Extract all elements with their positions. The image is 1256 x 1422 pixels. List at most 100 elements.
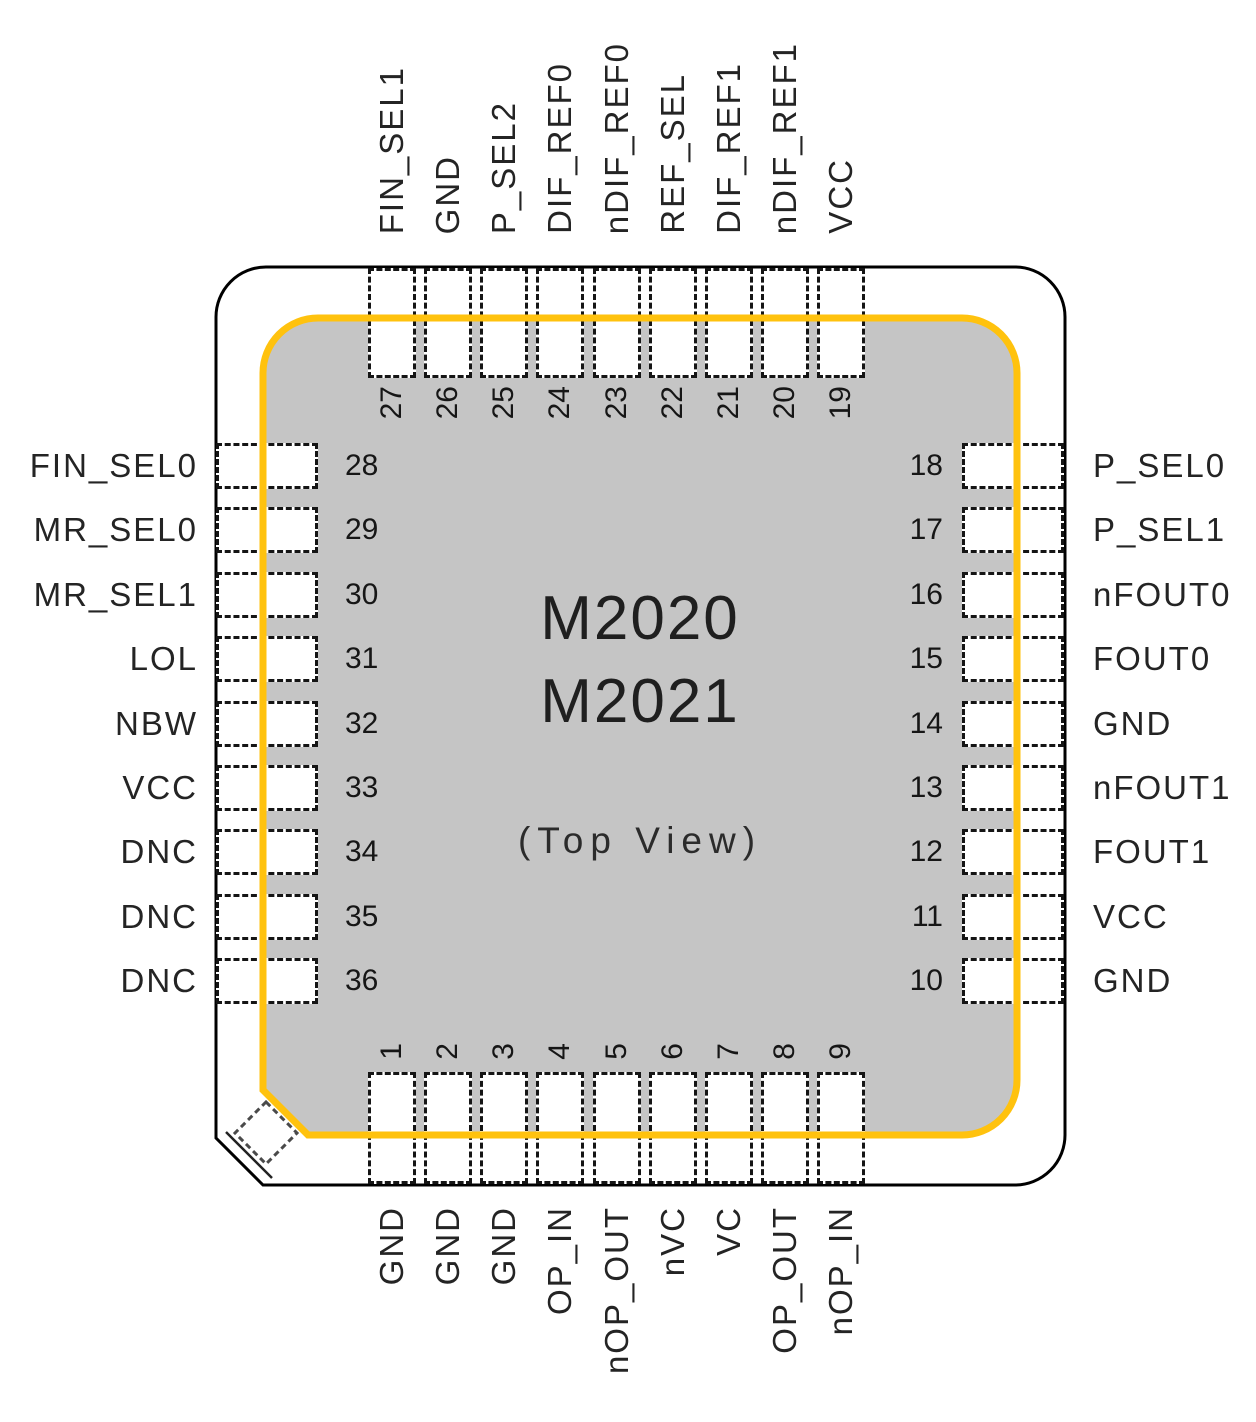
pin-number: 4 — [543, 1043, 577, 1060]
pin-label: NBW — [115, 704, 198, 742]
pin-label: DNC — [120, 962, 198, 999]
pin-pad-19 — [817, 268, 865, 378]
pin-pad-20 — [760, 268, 809, 378]
pin-number: 5 — [599, 1043, 633, 1060]
pin-label: nFOUT0 — [1093, 575, 1232, 613]
pin1-chamfer-line — [225, 1131, 273, 1179]
pin-label: FIN_SEL1 — [373, 65, 410, 234]
pin-pad-5 — [592, 1072, 641, 1184]
pin-row-bottom — [368, 1072, 865, 1184]
pin-pad-24 — [536, 268, 585, 378]
pin-pad-33 — [216, 764, 318, 811]
pin-numbers-bottom: 1 2 3 4 5 6 7 8 9 — [368, 1012, 865, 1060]
pin-pad-10 — [962, 958, 1064, 1004]
pin1-diamond-marker — [232, 1099, 300, 1167]
pin-number: 19 — [824, 386, 857, 420]
pin-number: 11 — [911, 899, 943, 933]
pin-label: nDIF_REF0 — [597, 41, 635, 234]
pin-number: 18 — [909, 449, 943, 482]
pin-label: DIF_REF0 — [541, 62, 579, 234]
pin-number: 8 — [767, 1043, 801, 1060]
pin-label: nOP_IN — [822, 1206, 859, 1336]
pin-number: 10 — [909, 964, 943, 997]
chip-view-label: (Top View) — [517, 820, 763, 861]
pin-label: LOL — [129, 640, 198, 678]
pin-pad-4 — [536, 1072, 585, 1184]
pin-label: VCC — [1093, 897, 1169, 935]
pin-number: 36 — [345, 964, 379, 997]
pin-number: 21 — [711, 386, 745, 420]
pin-pad-22 — [648, 268, 697, 378]
pin-pad-9 — [817, 1072, 865, 1184]
pin-labels-left: FIN_SEL0 MR_SEL0 MR_SEL1 LOL NBW VCC DNC… — [0, 443, 198, 1004]
pin-number: 9 — [824, 1043, 857, 1060]
pin-pad-36 — [216, 958, 318, 1004]
pin-label: OP_IN — [541, 1206, 579, 1316]
pin-pad-23 — [592, 268, 641, 378]
pin-pad-1 — [368, 1072, 416, 1184]
pin-label: GND — [429, 1206, 467, 1286]
pin-pad-6 — [648, 1072, 697, 1184]
pin-label: VCC — [122, 768, 198, 806]
pin-pad-21 — [704, 268, 753, 378]
pin-label: REF_SEL — [653, 73, 691, 234]
pin-pad-28 — [216, 443, 318, 489]
pin-labels-top: FIN_SEL1 GND P_SEL2 DIF_REF0 nDIF_REF0 R… — [368, 6, 865, 234]
pin-number: 23 — [599, 386, 633, 420]
pin-pad-35 — [216, 893, 318, 940]
pin-label: GND — [373, 1206, 410, 1286]
chip-title-line1: M2020 — [540, 584, 740, 653]
pin-pad-11 — [962, 893, 1064, 940]
pin-number: 26 — [431, 386, 465, 420]
pin-number: 25 — [487, 386, 521, 420]
pin-number: 33 — [345, 770, 379, 804]
pin-label: nDIF_REF1 — [765, 41, 803, 234]
pin-pad-3 — [480, 1072, 529, 1184]
pin-pad-13 — [962, 764, 1064, 811]
pin-label: nFOUT1 — [1093, 768, 1232, 806]
pin-label: P_SEL0 — [1093, 447, 1227, 484]
pin-label: VCC — [822, 158, 859, 234]
pin-number: 35 — [345, 899, 379, 933]
pin-pad-18 — [962, 443, 1064, 489]
pin-label: VC — [709, 1206, 747, 1256]
pin-number: 13 — [909, 770, 943, 804]
pin-label: DNC — [120, 833, 198, 871]
pin-number: 28 — [345, 449, 379, 482]
pin-pad-7 — [704, 1072, 753, 1184]
pin-label: MR_SEL1 — [33, 575, 198, 613]
pin-pad-8 — [760, 1072, 809, 1184]
pin-number: 20 — [767, 386, 801, 420]
pin-row-top — [368, 268, 865, 378]
pin-labels-right: P_SEL0 P_SEL1 nFOUT0 FOUT0 GND nFOUT1 FO… — [1093, 443, 1256, 1004]
pin-label: MR_SEL0 — [33, 511, 198, 549]
chip-title-line2: M2021 — [540, 667, 740, 736]
pin-label: GND — [1093, 704, 1173, 742]
pin-label: OP_OUT — [765, 1206, 803, 1354]
pin-number: 27 — [375, 386, 408, 420]
pin-number: 1 — [375, 1043, 408, 1060]
pin-pad-29 — [216, 507, 318, 554]
pin-pad-25 — [480, 268, 529, 378]
pin-label: FOUT1 — [1093, 833, 1212, 871]
pin-pad-2 — [424, 1072, 473, 1184]
pin-label: DNC — [120, 897, 198, 935]
pin-label: nVC — [653, 1206, 691, 1277]
pin-label: FIN_SEL0 — [29, 447, 198, 484]
pin-labels-bottom: GND GND GND OP_IN nOP_OUT nVC VC OP_OUT … — [368, 1206, 865, 1418]
pin-number: 29 — [345, 513, 379, 547]
pin-numbers-top: 27 26 25 24 23 22 21 20 19 — [368, 386, 865, 448]
pin-number: 7 — [711, 1043, 745, 1060]
pin-pad-27 — [368, 268, 416, 378]
pin-number: 2 — [431, 1043, 465, 1060]
pin-label: P_SEL2 — [485, 100, 523, 234]
pin-label: P_SEL1 — [1093, 511, 1227, 549]
pin-number: 24 — [543, 386, 577, 420]
pin-label: DIF_REF1 — [709, 62, 747, 234]
pin-label: GND — [1093, 962, 1173, 999]
pin-pad-17 — [962, 507, 1064, 554]
pin-label: nOP_OUT — [597, 1206, 635, 1375]
pin-number: 6 — [655, 1043, 689, 1060]
pin-number: 17 — [909, 513, 943, 547]
